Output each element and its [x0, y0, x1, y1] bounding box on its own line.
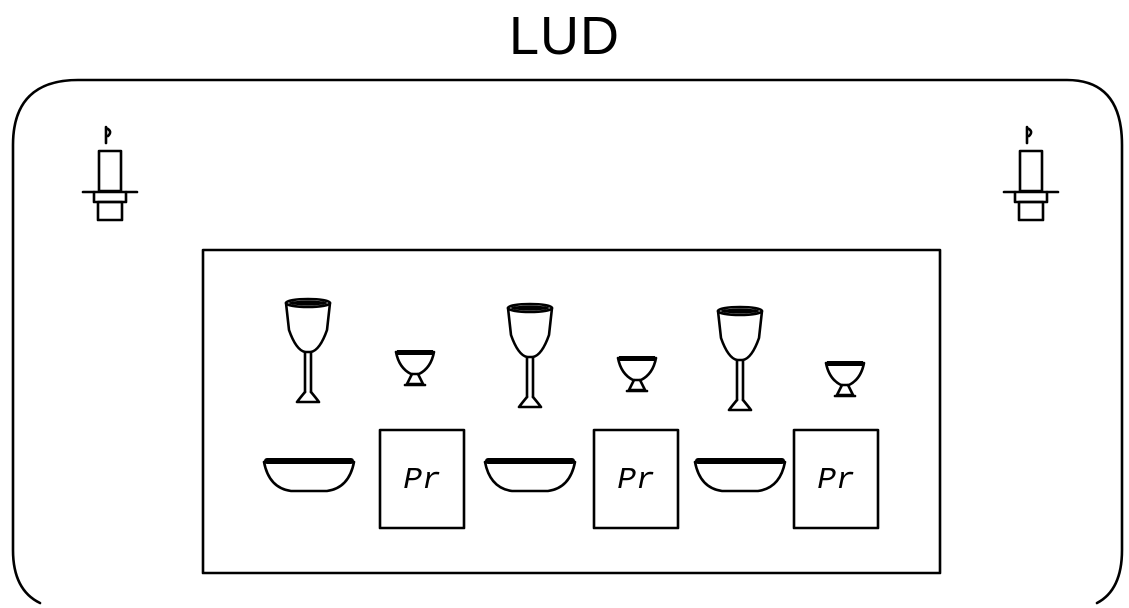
prosphora-card: Pr — [378, 428, 466, 530]
outer-enclosure — [11, 78, 1124, 605]
prosphora-card: Pr — [592, 428, 680, 530]
small-cup-icon — [824, 361, 866, 398]
table-rect — [201, 248, 942, 575]
diagram-title: LUD — [508, 6, 621, 66]
goblet-icon — [506, 302, 554, 409]
bowl-icon — [483, 458, 577, 493]
prosphora-card: Pr — [792, 428, 880, 530]
bowl-icon — [693, 458, 787, 493]
card-label: Pr — [817, 463, 854, 498]
candle-icon — [81, 125, 139, 222]
goblet-icon — [284, 297, 332, 404]
goblet-icon — [716, 305, 764, 412]
card-label: Pr — [403, 463, 440, 498]
card-label: Pr — [617, 463, 654, 498]
candle-icon — [1002, 125, 1060, 222]
small-cup-icon — [616, 356, 658, 393]
place-setting: Pr — [262, 297, 466, 530]
place-setting: Pr — [483, 302, 680, 530]
bowl-icon — [262, 458, 356, 493]
place-setting: Pr — [693, 305, 880, 530]
small-cup-icon — [394, 350, 436, 387]
